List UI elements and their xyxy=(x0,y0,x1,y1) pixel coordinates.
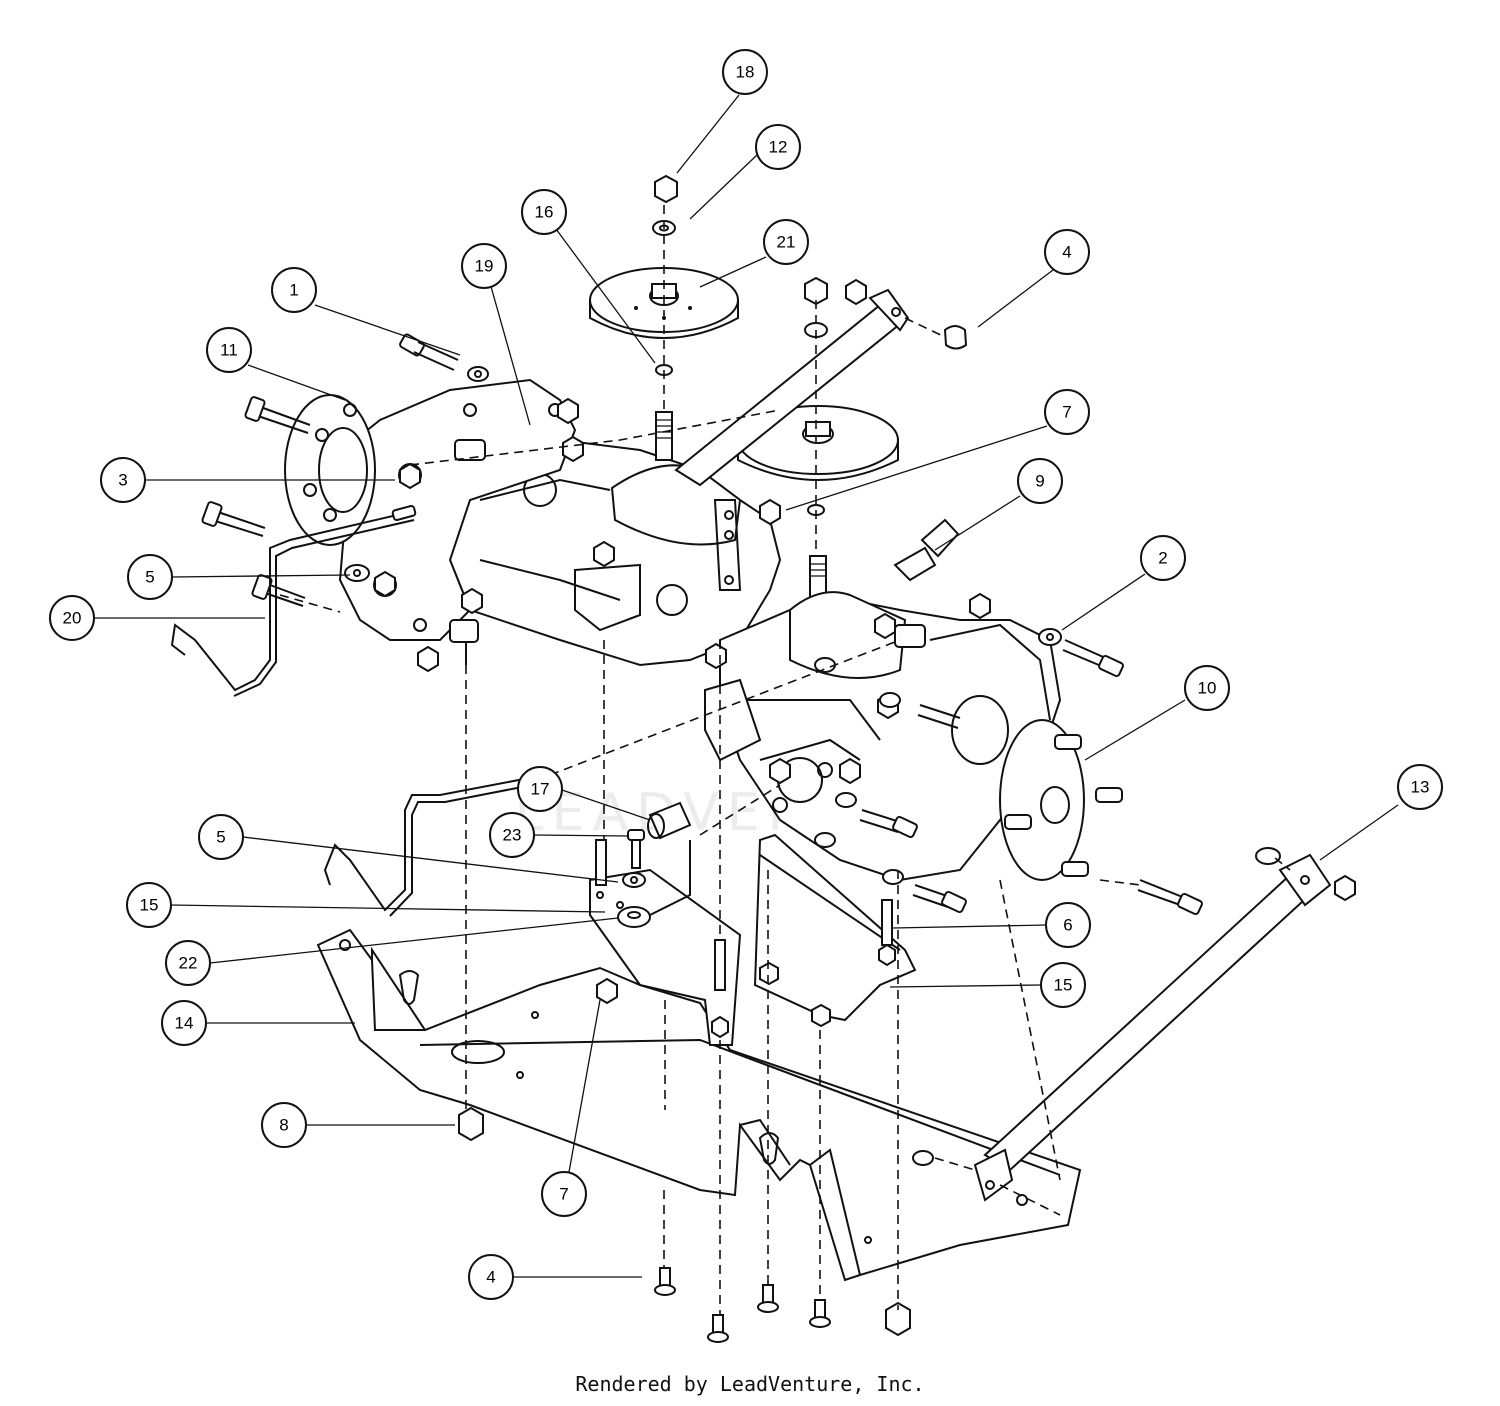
callout-8: 8 xyxy=(261,1102,307,1148)
callout-15-left: 15 xyxy=(126,882,172,928)
callout-2-label: 2 xyxy=(1158,549,1167,568)
callout-23: 23 xyxy=(489,812,535,858)
hardware-stack-5-15-22 xyxy=(595,839,691,928)
callout-10: 10 xyxy=(1184,665,1230,711)
right-bolts xyxy=(814,592,1203,916)
callout-9-label: 9 xyxy=(1035,472,1044,491)
callout-20: 20 xyxy=(49,595,95,641)
callout-5-left-label: 5 xyxy=(145,568,154,587)
nut-18 xyxy=(654,174,678,204)
callout-1-label: 1 xyxy=(289,281,298,300)
callout-3: 3 xyxy=(100,457,146,503)
callout-4-top-label: 4 xyxy=(1062,243,1071,262)
callout-7-top-label: 7 xyxy=(1062,403,1071,422)
assembly-lines xyxy=(279,205,1291,1315)
callout-14-label: 14 xyxy=(175,1014,194,1033)
callout-22: 22 xyxy=(165,940,211,986)
footer-credit: Rendered by LeadVenture, Inc. xyxy=(575,1372,925,1396)
base-plate xyxy=(316,928,1082,1282)
fitting-17 xyxy=(647,801,692,840)
callout-18-label: 18 xyxy=(736,63,755,82)
callout-21: 21 xyxy=(763,219,809,265)
left-nuts xyxy=(344,397,781,673)
callout-9: 9 xyxy=(1017,458,1063,504)
upper-tie-bar xyxy=(674,288,968,487)
callout-3-label: 3 xyxy=(118,471,127,490)
stud-center xyxy=(711,939,729,1039)
callout-19: 19 xyxy=(461,243,507,289)
callout-20-label: 20 xyxy=(63,609,82,628)
callout-16: 16 xyxy=(521,189,567,235)
callout-11-label: 11 xyxy=(220,341,238,360)
callout-19-label: 19 xyxy=(475,257,494,276)
callout-4-top: 4 xyxy=(1044,229,1090,275)
callout-2: 2 xyxy=(1140,535,1186,581)
carriage-bolts-bottom xyxy=(654,1267,831,1343)
callout-4-bottom: 4 xyxy=(468,1254,514,1300)
callout-16-label: 16 xyxy=(535,203,554,222)
callout-7-bottom: 7 xyxy=(541,1171,587,1217)
callout-17-label: 17 xyxy=(531,780,550,799)
bolt-23 xyxy=(627,829,645,869)
callout-4-bottom-label: 4 xyxy=(486,1268,495,1287)
nut-7-lower xyxy=(596,977,618,1005)
callout-14: 14 xyxy=(161,1000,207,1046)
callout-7-top: 7 xyxy=(1044,389,1090,435)
callout-15-right-label: 15 xyxy=(1054,976,1073,995)
callout-17: 17 xyxy=(517,766,563,812)
left-hub-bolts xyxy=(201,396,311,607)
callout-7-bottom-label: 7 xyxy=(559,1185,568,1204)
callout-13: 13 xyxy=(1397,764,1443,810)
callout-15-right: 15 xyxy=(1040,962,1086,1008)
callout-5-mid-label: 5 xyxy=(216,828,225,847)
right-wheel-hub xyxy=(999,719,1123,881)
callout-22-label: 22 xyxy=(179,954,198,973)
nut-bottom-right xyxy=(885,1301,911,1337)
callout-8-label: 8 xyxy=(279,1116,288,1135)
leader-lines xyxy=(95,94,1399,1278)
callout-6: 6 xyxy=(1045,902,1091,948)
callout-15-left-label: 15 xyxy=(140,896,159,915)
stud-6 xyxy=(878,899,896,967)
callout-18: 18 xyxy=(722,49,768,95)
bracket-nuts xyxy=(759,961,831,1028)
bolt-1 xyxy=(399,333,489,382)
callout-23-label: 23 xyxy=(503,826,522,845)
callout-5-mid: 5 xyxy=(198,814,244,860)
lower-tie-bar xyxy=(912,847,1356,1202)
callout-13-label: 13 xyxy=(1411,778,1430,797)
callout-5-left: 5 xyxy=(127,554,173,600)
callout-10-label: 10 xyxy=(1198,679,1217,698)
callout-21-label: 21 xyxy=(777,233,796,252)
elbow-fitting xyxy=(893,518,960,582)
callout-12-label: 12 xyxy=(769,138,788,157)
callout-12: 12 xyxy=(755,124,801,170)
callout-6-label: 6 xyxy=(1063,916,1072,935)
nut-8 xyxy=(458,1106,484,1142)
callout-11: 11 xyxy=(206,327,252,373)
callout-1: 1 xyxy=(271,267,317,313)
left-input-shaft xyxy=(655,411,673,461)
right-transaxle xyxy=(704,591,1062,882)
